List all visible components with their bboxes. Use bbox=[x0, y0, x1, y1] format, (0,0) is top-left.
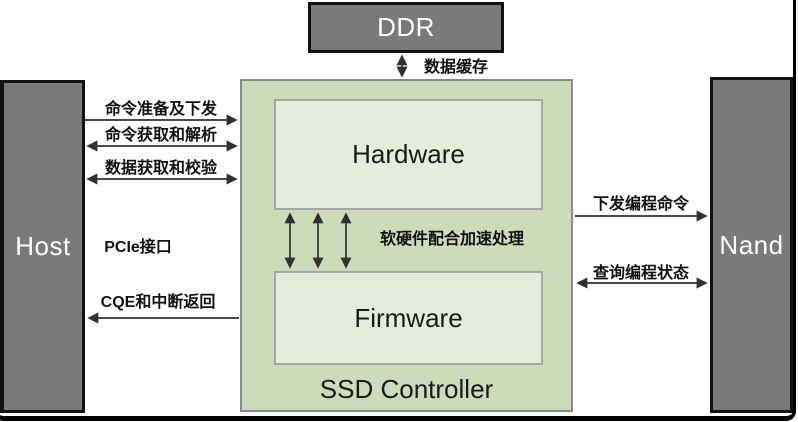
nand-block: Nand bbox=[710, 77, 793, 413]
data-check-label: 数据获取和校验 bbox=[104, 160, 218, 177]
cmd-prepare-label: 命令准备及下发 bbox=[104, 101, 218, 118]
host-label: Host bbox=[15, 231, 71, 261]
cmd-parse-label: 命令获取和解析 bbox=[104, 127, 218, 144]
pcie-interface-label: PCIe接口 bbox=[104, 239, 172, 256]
prog-status-label: 查询编程状态 bbox=[592, 265, 690, 282]
hardware-block: Hardware bbox=[274, 99, 543, 210]
nand-label: Nand bbox=[719, 229, 784, 260]
ddr-label: DDR bbox=[377, 12, 435, 42]
ddr-block: DDR bbox=[308, 2, 504, 53]
hardware-label: Hardware bbox=[352, 139, 465, 169]
ssd-controller-label: SSD Controller bbox=[319, 374, 494, 404]
cqe-return-label: CQE和中断返回 bbox=[100, 294, 216, 311]
hw-fw-accel-label: 软硬件配合加速处理 bbox=[379, 231, 525, 248]
firmware-block: Firmware bbox=[274, 271, 543, 365]
prog-cmd-label: 下发编程命令 bbox=[592, 196, 690, 213]
ddr-cache-label: 数据缓存 bbox=[423, 59, 489, 76]
host-block: Host bbox=[0, 80, 85, 413]
firmware-label: Firmware bbox=[354, 302, 463, 333]
